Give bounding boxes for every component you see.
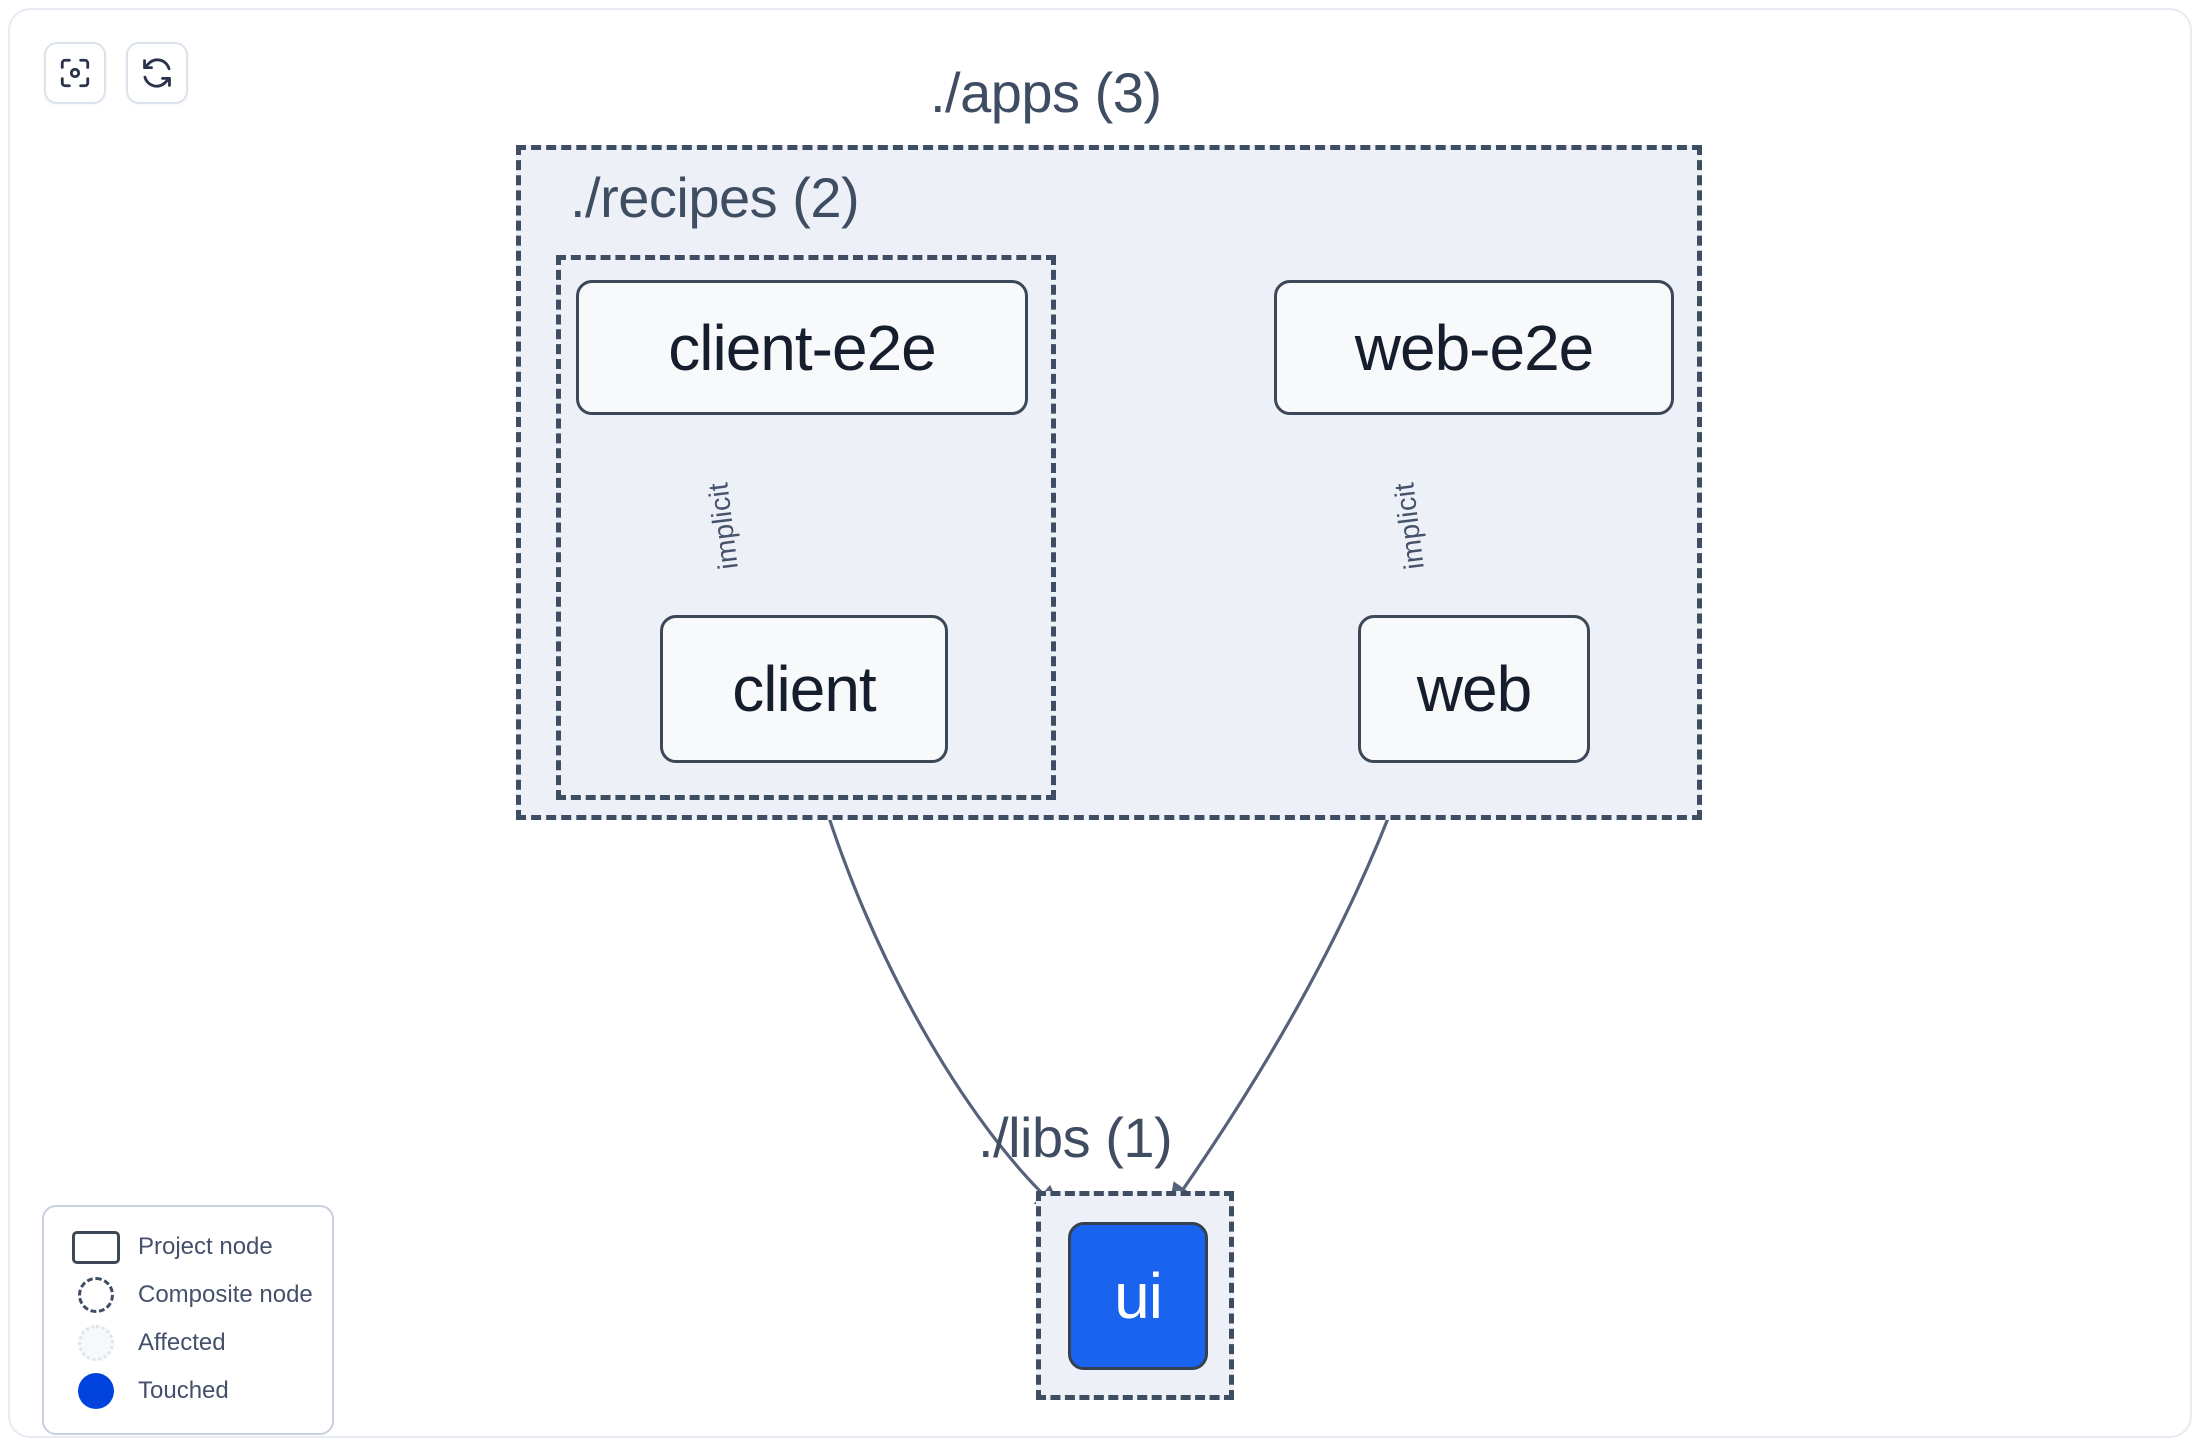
group-label-libs: ./libs (1) xyxy=(978,1106,1173,1169)
project-node-label: web-e2e xyxy=(1354,311,1594,384)
edge-web-to-ui xyxy=(1168,764,1410,1211)
legend-label: Project node xyxy=(138,1233,273,1260)
composite-node-swatch-icon xyxy=(68,1277,124,1313)
project-node-label: ui xyxy=(1114,1260,1163,1332)
legend-label: Touched xyxy=(138,1377,229,1404)
project-node-label: client xyxy=(732,653,876,725)
graph-toolbar xyxy=(44,42,188,104)
project-node-ui[interactable]: ui xyxy=(1068,1222,1208,1370)
project-node-client[interactable]: client xyxy=(660,615,948,763)
edge-client-to-ui xyxy=(811,764,1063,1212)
legend-item-affected: Affected xyxy=(44,1319,332,1367)
group-label-recipes: ./recipes (2) xyxy=(570,166,860,229)
project-node-swatch-icon xyxy=(68,1230,124,1264)
affected-swatch-icon xyxy=(68,1325,124,1361)
refresh-icon xyxy=(140,56,174,90)
graph-canvas[interactable]: ./apps (3) ./recipes (2) ./libs (1) clie… xyxy=(8,8,2192,1438)
focus-graph-button[interactable] xyxy=(44,42,106,104)
legend-label: Affected xyxy=(138,1329,226,1356)
project-node-client-e2e[interactable]: client-e2e xyxy=(576,280,1028,415)
legend-item-composite-node: Composite node xyxy=(44,1271,332,1319)
graph-legend: Project node Composite node Affected Tou… xyxy=(42,1205,334,1435)
legend-item-touched: Touched xyxy=(44,1367,332,1415)
focus-target-icon xyxy=(58,56,92,90)
refresh-graph-button[interactable] xyxy=(126,42,188,104)
touched-swatch-icon xyxy=(68,1373,124,1409)
legend-label: Composite node xyxy=(138,1281,313,1308)
group-label-apps: ./apps (3) xyxy=(930,61,1162,124)
project-node-label: web xyxy=(1416,653,1532,725)
project-node-web-e2e[interactable]: web-e2e xyxy=(1274,280,1674,415)
legend-item-project-node: Project node xyxy=(44,1223,332,1271)
project-node-label: client-e2e xyxy=(668,311,936,384)
project-node-web[interactable]: web xyxy=(1358,615,1590,763)
